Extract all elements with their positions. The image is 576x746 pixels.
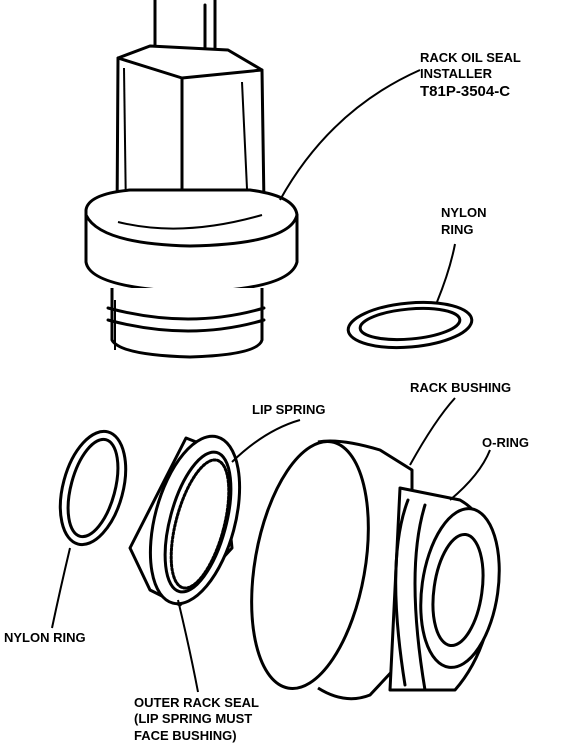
installer-label-line3: T81P-3504-C [420, 83, 510, 100]
lower-nylon-ring-leader-line [51, 547, 71, 629]
rack-bushing-label: RACK BUSHING [410, 380, 511, 395]
o-ring-leader-line [449, 449, 491, 501]
installer-label-line2: INSTALLER [420, 66, 493, 81]
outer-seal-label-line2: (LIP SPRING MUST [134, 711, 252, 726]
o-ring-label: O-RING [482, 435, 529, 450]
lip-spring-label: LIP SPRING [252, 402, 325, 417]
upper-nylon-ring-label-line2: RING [441, 222, 474, 237]
lower-nylon-ring-label: NYLON RING [4, 630, 86, 645]
rack-oil-seal-installer-tool [84, 0, 299, 359]
lower-nylon-ring [58, 429, 128, 547]
installer-collar [84, 188, 299, 294]
leader-lines [51, 69, 491, 693]
installer-leader-line [279, 69, 421, 201]
upper-nylon-ring-leader-line [436, 243, 456, 303]
outer-rack-seal-leader-line [177, 599, 199, 693]
installer-pilot [110, 288, 264, 359]
labels: RACK OIL SEAL INSTALLER T81P-3504-C NYLO… [4, 50, 529, 743]
upper-nylon-ring [346, 300, 474, 350]
installer-label-line1: RACK OIL SEAL [420, 50, 521, 65]
upper-nylon-ring-label-line1: NYLON [441, 205, 487, 220]
rack-bushing [250, 439, 501, 701]
outer-seal-label-line3: FACE BUSHING) [134, 728, 237, 743]
lip-spring-leader-line [231, 419, 301, 463]
outer-seal-label-line1: OUTER RACK SEAL [134, 695, 259, 710]
outer-rack-seal [128, 434, 242, 607]
rack-bushing-leader-line [409, 397, 456, 466]
lip-spring-coil [169, 458, 231, 590]
